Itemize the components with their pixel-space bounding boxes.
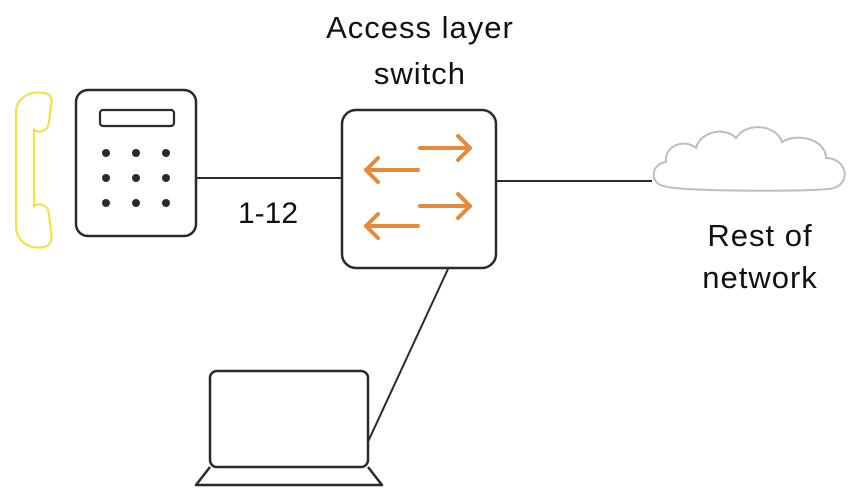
access-switch-icon [340, 108, 498, 270]
phone-keypad [102, 149, 170, 207]
laptop-icon [194, 369, 384, 487]
port-range-label: 1-12 [238, 197, 299, 230]
cloud-label-line1: Rest of [707, 218, 813, 253]
switch-arrows [364, 134, 472, 240]
laptop-screen [208, 369, 370, 469]
laptop-base [194, 466, 384, 487]
cloud-label-line2: network [702, 260, 818, 295]
phone-handset [14, 91, 53, 249]
phone-display [98, 108, 176, 128]
switch-title-line2: switch [373, 56, 467, 91]
switch-body [340, 108, 498, 270]
ip-phone-icon [14, 88, 198, 249]
cloud-icon [652, 126, 846, 192]
link-switch-laptop [365, 268, 449, 447]
switch-title-line1: Access layer [326, 10, 514, 45]
